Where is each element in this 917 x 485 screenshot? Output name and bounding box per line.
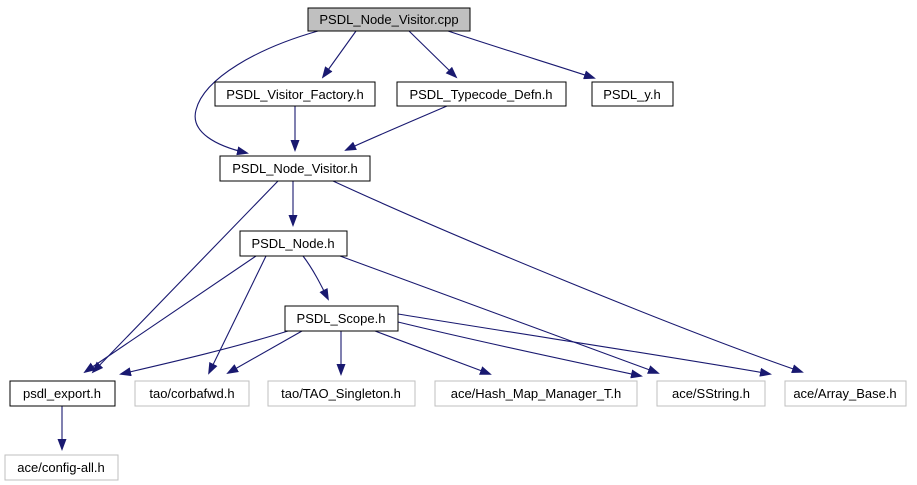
edge-group xyxy=(57,30,804,451)
edge-scope-h-to-export-h xyxy=(119,330,289,377)
node-ace-array-base-h: ace/Array_Base.h xyxy=(784,380,907,407)
edge-scope-h-to-hashmap xyxy=(374,330,492,375)
node-label-psdl-node-h: PSDL_Node.h xyxy=(251,236,334,251)
edge-visitor-h-to-export-h xyxy=(91,180,279,374)
node-label-psdl-export-h: psdl_export.h xyxy=(23,386,101,401)
node-label-ace-sstring-h: ace/SString.h xyxy=(672,386,750,401)
node-label-ace-hash-map-manager-t-h: ace/Hash_Map_Manager_T.h xyxy=(451,386,622,401)
node-tao-tao-singleton-h: tao/TAO_Singleton.h xyxy=(267,380,416,407)
node-group: PSDL_Node_Visitor.cpp PSDL_Visitor_Facto… xyxy=(4,7,907,481)
node-label-tao-tao-singleton-h: tao/TAO_Singleton.h xyxy=(281,386,401,401)
edge-typecode-to-visitor-h xyxy=(344,105,448,151)
node-psdl-scope-h[interactable]: PSDL_Scope.h xyxy=(284,305,399,332)
node-psdl-y-h[interactable]: PSDL_y.h xyxy=(591,81,674,107)
node-ace-config-all-h: ace/config-all.h xyxy=(4,454,119,481)
node-label-tao-corbafwd-h: tao/corbafwd.h xyxy=(149,386,234,401)
node-ace-sstring-h: ace/SString.h xyxy=(656,380,766,407)
node-tao-corbafwd-h: tao/corbafwd.h xyxy=(134,380,250,407)
node-label-psdl-node-visitor-cpp: PSDL_Node_Visitor.cpp xyxy=(319,12,458,27)
edge-scope-h-to-corbafwd xyxy=(226,330,303,374)
node-label-psdl-visitor-factory-h: PSDL_Visitor_Factory.h xyxy=(226,87,364,102)
edge-node-h-to-scope-h xyxy=(302,255,329,301)
edge-scope-h-to-arraybase xyxy=(397,313,772,377)
edge-node-h-to-sstring xyxy=(339,255,660,374)
edge-cpp-to-factory xyxy=(321,30,357,79)
edge-scope-h-to-sstring xyxy=(397,321,643,379)
node-label-psdl-node-visitor-h: PSDL_Node_Visitor.h xyxy=(232,161,358,176)
edge-visitor-h-to-arraybase xyxy=(332,180,804,373)
node-psdl-node-visitor-cpp: PSDL_Node_Visitor.cpp xyxy=(307,7,471,32)
node-label-psdl-y-h: PSDL_y.h xyxy=(603,87,661,102)
edge-cpp-to-visitor-h xyxy=(194,30,319,156)
edge-node-h-to-export-h xyxy=(83,255,257,374)
node-ace-hash-map-manager-t-h: ace/Hash_Map_Manager_T.h xyxy=(434,380,638,407)
node-psdl-node-h[interactable]: PSDL_Node.h xyxy=(239,230,348,257)
node-label-ace-config-all-h: ace/config-all.h xyxy=(17,460,104,475)
node-psdl-node-visitor-h[interactable]: PSDL_Node_Visitor.h xyxy=(219,155,371,182)
node-psdl-visitor-factory-h[interactable]: PSDL_Visitor_Factory.h xyxy=(214,81,376,107)
node-label-psdl-scope-h: PSDL_Scope.h xyxy=(297,311,386,326)
node-psdl-export-h[interactable]: psdl_export.h xyxy=(9,380,116,407)
node-psdl-typecode-defn-h[interactable]: PSDL_Typecode_Defn.h xyxy=(396,81,567,107)
node-label-psdl-typecode-defn-h: PSDL_Typecode_Defn.h xyxy=(409,87,552,102)
node-label-ace-array-base-h: ace/Array_Base.h xyxy=(793,386,896,401)
edge-node-h-to-corbafwd xyxy=(208,255,267,375)
edge-cpp-to-psdl-y xyxy=(447,30,596,80)
edge-cpp-to-typecode xyxy=(408,30,458,79)
